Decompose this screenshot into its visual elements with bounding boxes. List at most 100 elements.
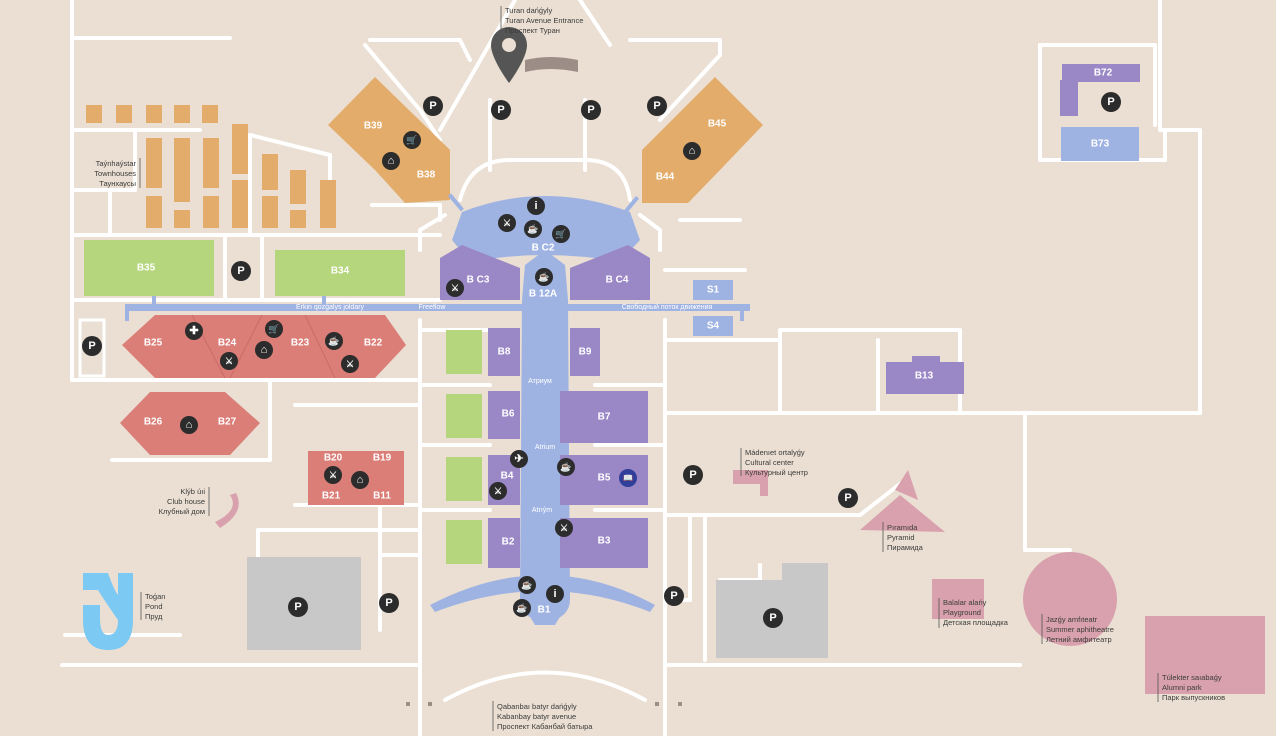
- parking-markers[interactable]: P P P P P P P P P P P P P: [78, 92, 1121, 628]
- alumni-park[interactable]: [1145, 616, 1265, 694]
- cafe-icon[interactable]: ☕: [325, 332, 343, 350]
- parking-icon[interactable]: P: [78, 318, 106, 378]
- annotation-cultural: Mádenıet ortalyǵy Cultural center Культу…: [740, 448, 808, 477]
- building-b9[interactable]: B9: [570, 328, 600, 376]
- building-s1[interactable]: S1: [693, 280, 733, 300]
- building-b39-b38[interactable]: B39 B38: [328, 77, 450, 203]
- townhouses[interactable]: [86, 105, 336, 228]
- info-icon[interactable]: i: [546, 585, 564, 603]
- parking-icon[interactable]: P: [423, 96, 443, 116]
- info-icon[interactable]: i: [527, 197, 545, 215]
- pyramid[interactable]: [860, 470, 945, 532]
- building-b3[interactable]: B3: [560, 518, 648, 568]
- label-b27: B27: [218, 417, 237, 428]
- atrium-label-1: Атриум: [528, 378, 552, 385]
- svg-text:Balalar alańy: Balalar alańy: [943, 598, 987, 607]
- parking-icon[interactable]: P: [1101, 92, 1121, 112]
- svg-text:⚔: ⚔: [503, 218, 511, 228]
- label-c3: B C3: [467, 275, 490, 286]
- cultural-center[interactable]: [733, 470, 768, 496]
- club-house[interactable]: [215, 493, 239, 528]
- label-b22: B22: [364, 338, 383, 349]
- sport-icon[interactable]: ⚔: [555, 519, 573, 537]
- home-icon[interactable]: ⌂: [351, 471, 369, 489]
- turan-entrance-pin[interactable]: [491, 27, 578, 83]
- book-icon[interactable]: 📖: [619, 469, 637, 487]
- label-b34: B34: [331, 266, 350, 277]
- sport-icon[interactable]: ⚔: [489, 482, 507, 500]
- home-icon[interactable]: ⌂: [255, 341, 273, 359]
- building-b6[interactable]: B6: [488, 391, 520, 439]
- parking-icon[interactable]: P: [683, 465, 703, 485]
- sport-icon[interactable]: ⚔: [324, 466, 342, 484]
- playground[interactable]: [932, 579, 984, 619]
- building-b13[interactable]: B13: [886, 356, 964, 394]
- home-icon[interactable]: ⌂: [382, 152, 400, 170]
- home-icon[interactable]: ⌂: [180, 416, 198, 434]
- home-icon[interactable]: ⌂: [683, 142, 701, 160]
- label-b21: B21: [322, 491, 341, 502]
- field-b35[interactable]: B35: [84, 240, 214, 296]
- shop-icon[interactable]: 🛒: [265, 320, 283, 338]
- parking-icon[interactable]: P: [664, 586, 684, 606]
- cafe-icon[interactable]: ☕: [535, 268, 553, 286]
- label-b20: B20: [324, 453, 343, 464]
- svg-text:Пруд: Пруд: [145, 612, 163, 621]
- annotation-turan: Turan dańǵyly Turan Avenue Entrance Прос…: [500, 6, 583, 35]
- entrance-gates: [406, 702, 682, 706]
- cafe-icon[interactable]: ☕: [513, 599, 531, 617]
- pond[interactable]: [83, 573, 133, 650]
- shop-icon[interactable]: 🛒: [403, 131, 421, 149]
- building-b8[interactable]: B8: [488, 328, 520, 376]
- sport-icon[interactable]: ⚔: [220, 352, 238, 370]
- building-b2[interactable]: B2: [488, 518, 520, 568]
- cafe-icon[interactable]: ☕: [518, 576, 536, 594]
- label-b11: B11: [373, 491, 391, 502]
- label-b1: B1: [538, 605, 551, 616]
- building-b7[interactable]: B7: [560, 391, 648, 443]
- shop-icon[interactable]: 🛒: [552, 225, 570, 243]
- svg-text:⌂: ⌂: [388, 155, 395, 167]
- parking-icon[interactable]: P: [581, 100, 601, 120]
- building-b73[interactable]: B73: [1061, 127, 1139, 161]
- svg-text:Парк выпускников: Парк выпускников: [1162, 693, 1225, 702]
- parking-icon[interactable]: P: [379, 593, 399, 613]
- building-b45-b44[interactable]: B45 B44: [642, 77, 763, 203]
- svg-text:Taýnhaýstar: Taýnhaýstar: [96, 159, 137, 168]
- svg-text:Klýb úıi: Klýb úıi: [180, 487, 205, 496]
- annotation-amphitheatre: Jazǵy amfıteatr Summer aphitheatre Летни…: [1041, 614, 1114, 644]
- svg-text:⌂: ⌂: [261, 344, 268, 356]
- svg-text:Клубный дом: Клубный дом: [159, 507, 205, 516]
- svg-text:Jazǵy amfıteatr: Jazǵy amfıteatr: [1046, 615, 1098, 624]
- label-b9: B9: [579, 347, 592, 358]
- label-b24: B24: [218, 338, 237, 349]
- label-b19: B19: [373, 453, 392, 464]
- parking-icon[interactable]: P: [838, 488, 858, 508]
- building-b72[interactable]: B72: [1060, 64, 1140, 116]
- airplane-icon[interactable]: ✈: [510, 450, 528, 468]
- field-b34[interactable]: B34: [275, 250, 405, 296]
- building-s4[interactable]: S4: [693, 316, 733, 336]
- svg-text:P: P: [294, 601, 301, 613]
- building-b20-cluster[interactable]: B20 B19 B21 B11: [308, 451, 404, 505]
- label-b26: B26: [144, 417, 163, 428]
- facility-icons[interactable]: 🛒 ⌂ ⌂ i ⚔ ☕ 🛒 ⚔ ☕ ✚ 🛒 ☕ ⌂ ⚔ ⚔ ⌂ ⚔ ⌂ ✈ ☕ …: [180, 131, 701, 617]
- parking-icon[interactable]: P: [288, 597, 308, 617]
- svg-text:☕: ☕: [516, 602, 527, 613]
- cafe-icon[interactable]: ☕: [557, 458, 575, 476]
- parking-icon[interactable]: P: [231, 261, 251, 281]
- parking-icon[interactable]: P: [491, 100, 511, 120]
- sport-icon[interactable]: ⚔: [446, 279, 464, 297]
- label-b45: B45: [708, 119, 727, 130]
- svg-text:Летний амфитеатр: Летний амфитеатр: [1046, 635, 1112, 644]
- building-c4[interactable]: B C4: [570, 245, 650, 300]
- cafe-icon[interactable]: ☕: [524, 220, 542, 238]
- parking-icon[interactable]: P: [647, 96, 667, 116]
- parking-icon[interactable]: P: [763, 608, 783, 628]
- sport-icon[interactable]: ⚔: [341, 355, 359, 373]
- medical-icon[interactable]: ✚: [185, 322, 203, 340]
- summer-amphitheatre[interactable]: [1023, 552, 1117, 646]
- svg-text:☕: ☕: [521, 579, 532, 590]
- sport-icon[interactable]: ⚔: [498, 214, 516, 232]
